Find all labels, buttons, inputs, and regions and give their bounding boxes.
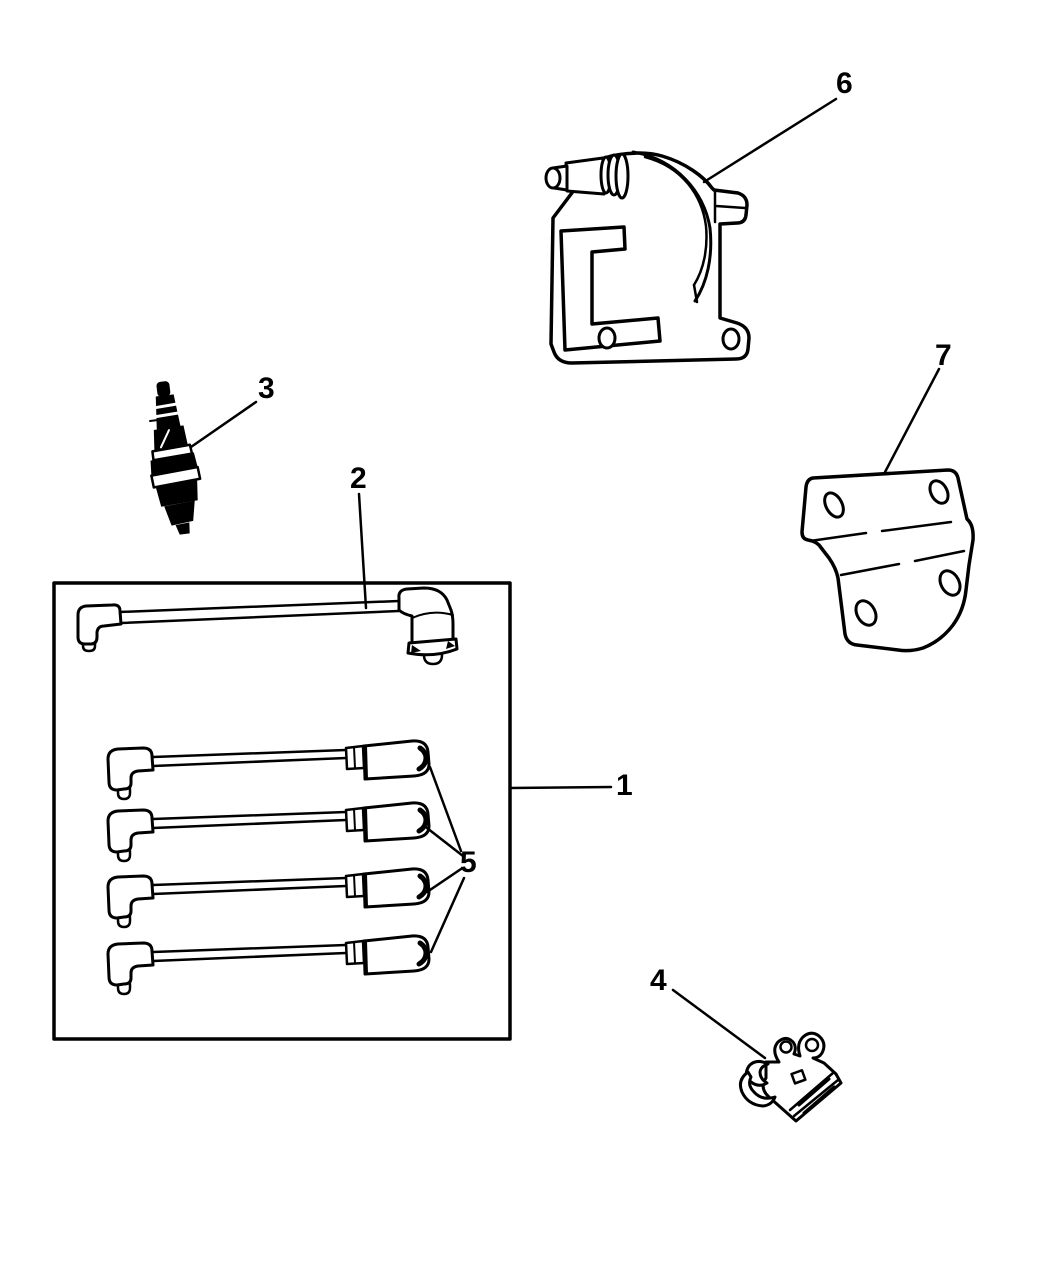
- plug-cable-left-boot: [106, 746, 155, 792]
- cable-set-box-outline: [52, 581, 512, 1041]
- coil-sweep-outer: [631, 150, 713, 303]
- callout-6-leader: [702, 97, 838, 184]
- callout-4-label: 4: [650, 964, 667, 997]
- plug-cable-boot: [362, 739, 431, 781]
- callout-1-leader: [508, 785, 613, 790]
- coil-sweep-inner: [643, 155, 708, 287]
- plug-cable-1: [106, 739, 431, 801]
- callout-6-label: 6: [836, 67, 853, 100]
- spark-plug-tick: [149, 419, 159, 422]
- coil-cable-wire: [118, 599, 401, 614]
- callout-5-leader-3: [425, 867, 463, 894]
- coil-cable-left-boot: [76, 603, 123, 646]
- spark-plug-gasket: [150, 465, 202, 489]
- callout-4-leader: [671, 988, 767, 1060]
- bracket-hole-top-left: [823, 491, 845, 519]
- bracket-hole-top-right: [928, 479, 950, 505]
- plug-cable-2: [106, 801, 431, 863]
- bracket-fold-line: [808, 531, 868, 543]
- callout-7-label: 7: [935, 339, 952, 372]
- callout-5-leader-1: [428, 765, 463, 853]
- coil-cable-left-nipple: [81, 642, 97, 653]
- callout-5-leader-4: [429, 876, 466, 954]
- callout-3-label: 3: [258, 372, 275, 405]
- callout-5-label: 5: [460, 846, 477, 879]
- connector-hook-upper: [744, 1059, 770, 1087]
- plug-cable-4: [106, 934, 431, 996]
- callout-1-label: 1: [616, 769, 633, 802]
- coil-cable-boot-nipple: [422, 653, 444, 666]
- bracket-drawing: [800, 468, 975, 653]
- callout-5-leader-2: [425, 826, 465, 858]
- connector-square-hole: [790, 1068, 807, 1085]
- spark-plug-electrode: [175, 522, 190, 535]
- plug-cable-wire: [151, 748, 348, 759]
- coil-mount-hole-left: [597, 326, 617, 350]
- spark-plug-lower-shell: [155, 479, 198, 507]
- coil-mount-hole-right: [721, 327, 741, 351]
- spark-plug-hex: [150, 452, 198, 476]
- connector-eyelet-left: [779, 1040, 793, 1054]
- callout-leaders: [189, 97, 941, 1060]
- bracket-outline: [800, 468, 975, 653]
- ignition-coil-drawing: [544, 150, 751, 365]
- callout-2-label: 2: [350, 462, 367, 495]
- callout-3-leader: [189, 400, 258, 449]
- callout-2-leader: [357, 492, 368, 610]
- bracket-hole-bottom-left: [854, 599, 878, 627]
- coil-core-cutout: [559, 225, 662, 352]
- connector-eyelet-right: [804, 1037, 820, 1053]
- connector-hook-lower: [739, 1070, 777, 1108]
- connector-drawing: [739, 1031, 843, 1123]
- spark-plug-threads: [164, 500, 195, 526]
- spark-plug-terminal: [156, 381, 171, 397]
- coil-tower: [544, 152, 630, 200]
- coil-cable-right-boot: [397, 586, 455, 645]
- callout-7-leader: [882, 367, 941, 476]
- bracket-hole-bottom-right: [938, 569, 962, 597]
- spark-plug-drawing: [150, 381, 202, 535]
- plug-cable-3: [106, 867, 431, 929]
- cable-set-box: [52, 581, 512, 1041]
- connector-rib: [788, 1071, 835, 1112]
- coil-cable-drawing: [76, 586, 459, 666]
- plug-cable-boot-tip: [416, 745, 429, 772]
